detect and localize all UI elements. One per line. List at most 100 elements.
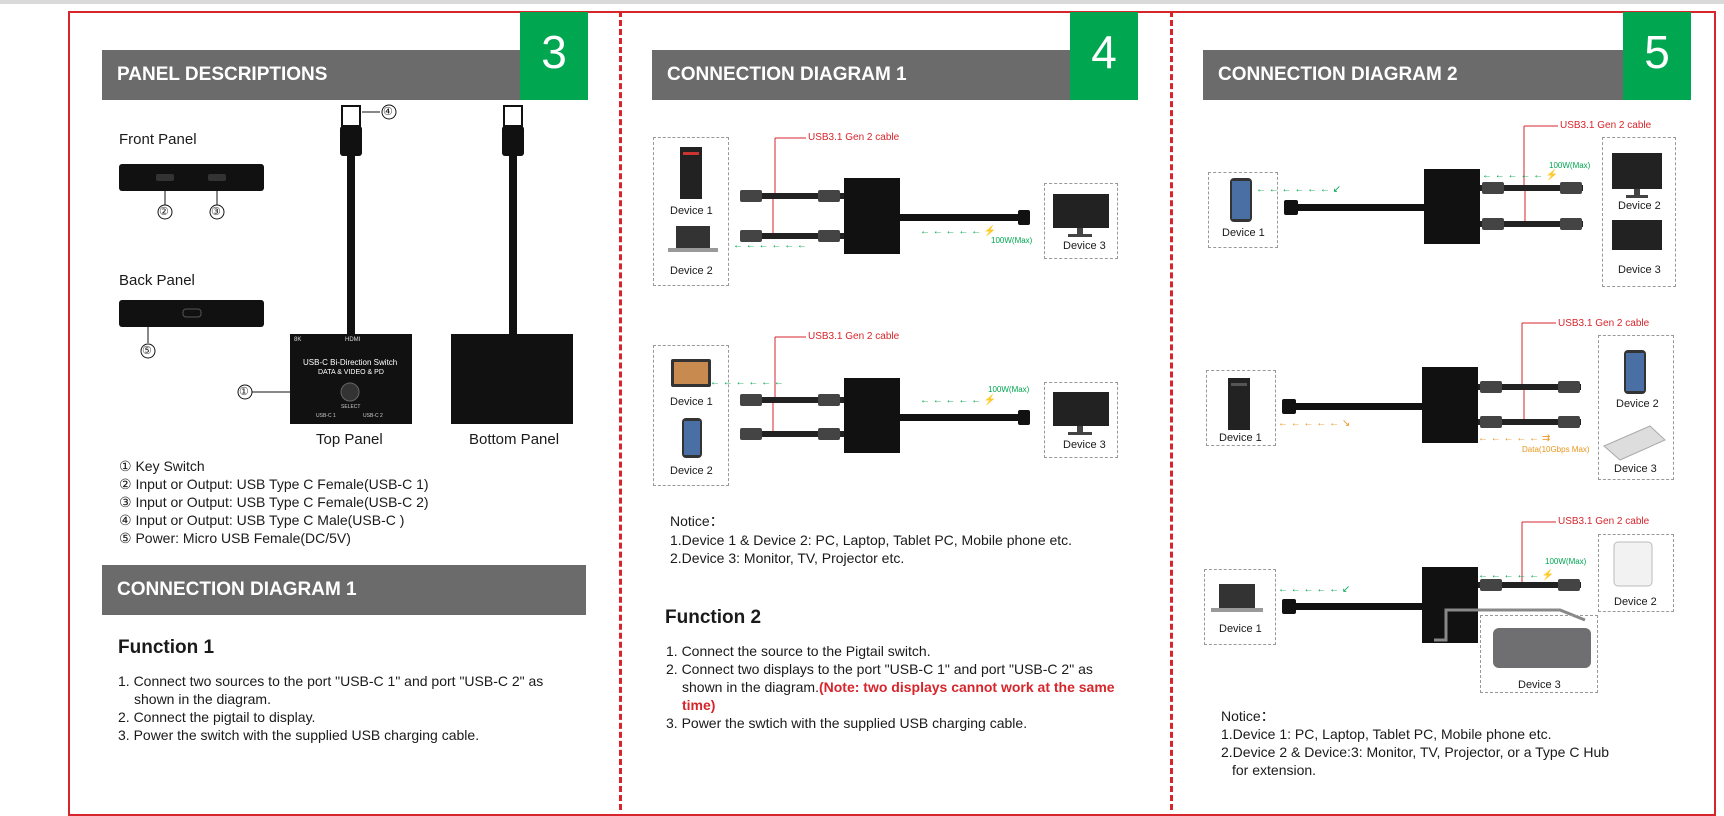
- svg-text:← ← ← ← ← ←: ← ← ← ← ← ←: [710, 377, 784, 388]
- svg-text:← ← ← ← ← ⚡: ← ← ← ← ← ⚡: [920, 393, 996, 406]
- device-select-text: SELECT: [341, 404, 361, 410]
- callout-4-top: ④: [383, 106, 393, 118]
- r2-device-1-label: Device 1: [1219, 432, 1262, 444]
- function-1-step-1-cont: shown in the diagram.: [134, 691, 271, 707]
- device-port1-text: USB-C 1: [316, 413, 336, 419]
- function-2-step-2-cont: shown in the diagram.(Note: two displays…: [682, 678, 1115, 696]
- switch-r2-shape: [1422, 367, 1478, 443]
- power-label-a: 100W(Max): [991, 236, 1033, 245]
- cable-label-b: USB3.1 Gen 2 cable: [808, 331, 900, 342]
- svg-text:← ← ← ← ← ⚡: ← ← ← ← ← ⚡: [1478, 568, 1554, 581]
- switch-b-shape: [844, 378, 900, 453]
- device-1-label-a: Device 1: [670, 205, 713, 217]
- function-1-step-1: 1. Connect two sources to the port "USB-…: [118, 673, 544, 689]
- r3-hub-box: [1480, 615, 1598, 693]
- column-divider-2: [1170, 11, 1173, 810]
- svg-text:← ← ← ← ← ↘: ← ← ← ← ← ↘: [1278, 418, 1350, 429]
- function-2-step-1: 1. Connect the source to the Pigtail swi…: [666, 643, 931, 659]
- legend-item-1: ① Key Switch: [119, 458, 205, 474]
- diagram-b-source-box: [653, 345, 729, 486]
- legend-item-2: ② Input or Output: USB Type C Female(USB…: [119, 476, 429, 492]
- function-1-step-3: 3. Power the switch with the supplied US…: [118, 727, 480, 743]
- device-port2-text: USB-C 2: [363, 413, 383, 419]
- header-text: CONNECTION DIAGRAM 1: [117, 579, 357, 600]
- function-2-step-2: 2. Connect two displays to the port "USB…: [666, 661, 1093, 677]
- column-divider-1: [619, 11, 622, 810]
- cable-label-a: USB3.1 Gen 2 cable: [808, 132, 900, 143]
- r3-device-3-label: Device 3: [1518, 679, 1561, 691]
- cable-label-r3: USB3.1 Gen 2 cable: [1558, 516, 1650, 527]
- r2-display-box: [1598, 335, 1674, 480]
- diagram-a-display-box: [1044, 183, 1118, 259]
- callout-2-front: ②: [159, 206, 169, 218]
- diagram-a-source-box: [653, 137, 729, 286]
- r3-device-1-label: Device 1: [1219, 623, 1262, 635]
- device-3-label-a: Device 3: [1063, 240, 1106, 252]
- cable-label-r2: USB3.1 Gen 2 cable: [1558, 318, 1650, 329]
- switch-a-shape: [844, 178, 900, 254]
- device-sub-text: DATA & VIDEO & PD: [318, 369, 384, 376]
- page-number-3: 3: [520, 12, 588, 100]
- svg-text:← ← ← ← ← ↙: ← ← ← ← ← ↙: [1278, 584, 1350, 595]
- callout-5-back: ⑤: [142, 345, 152, 357]
- top-panel-label: Top Panel: [316, 431, 383, 448]
- diagram-b-display-box: [1044, 382, 1118, 458]
- front-port-2-shape: [208, 174, 226, 181]
- switch-r1-shape: [1424, 169, 1480, 244]
- note-warning-text: (Note: two displays cannot work at the s…: [818, 679, 1115, 695]
- cable-b1-shape: [740, 397, 844, 403]
- device-1-label-b: Device 1: [670, 396, 713, 408]
- legend-item-5: ⑤ Power: Micro USB Female(DC/5V): [119, 530, 351, 546]
- notice-p5-line-1: 1.Device 1: PC, Laptop, Tablet PC, Mobil…: [1221, 726, 1552, 742]
- cable-b2-shape: [740, 431, 844, 437]
- callout-3-front: ③: [211, 206, 221, 218]
- power-label-r1: 100W(Max): [1549, 161, 1591, 170]
- device-hdmi-text: HDMI: [345, 337, 361, 343]
- panel-descriptions-header: PANEL DESCRIPTIONS: [102, 50, 587, 100]
- device-3-label-b: Device 3: [1063, 439, 1106, 451]
- legend-item-4: ④ Input or Output: USB Type C Male(USB-C…: [119, 512, 405, 528]
- power-label-r3: 100W(Max): [1545, 557, 1587, 566]
- back-panel-label: Back Panel: [119, 272, 195, 289]
- cable-a1-shape: [740, 193, 844, 199]
- notice-title-p5: Notice：: [1221, 708, 1275, 724]
- r2-device-2-label: Device 2: [1616, 398, 1659, 410]
- notice-p4-line-1: 1.Device 1 & Device 2: PC, Laptop, Table…: [670, 532, 1073, 548]
- notice-p5-line-2: 2.Device 2 & Device:3: Monitor, TV, Proj…: [1221, 744, 1610, 760]
- switch-top-panel-shape: [290, 334, 412, 424]
- front-panel-shape: [119, 164, 264, 191]
- step-2-cont-text: shown in the diagram.: [682, 679, 819, 695]
- r1-display-box: [1602, 137, 1676, 287]
- function-2-step-3: 3. Power the swtich with the supplied US…: [666, 715, 1028, 731]
- r2-device-3-label: Device 3: [1614, 463, 1657, 475]
- function-2-title: Function 2: [665, 607, 762, 628]
- notice-p4-line-2: 2.Device 3: Monitor, TV, Projector etc.: [670, 550, 905, 566]
- function-1-step-2: 2. Connect the pigtail to display.: [118, 709, 316, 725]
- callout-1-switch: ①: [239, 386, 249, 398]
- cable-label-r1: USB3.1 Gen 2 cable: [1560, 120, 1652, 131]
- svg-text:← ← ← ← ← ⇉: ← ← ← ← ← ⇉: [1478, 433, 1550, 444]
- r2-source-box: [1206, 370, 1276, 446]
- cable-a2-shape: [740, 233, 844, 239]
- svg-text:← ← ← ← ← ⚡: ← ← ← ← ← ⚡: [1482, 168, 1558, 181]
- function-1-title: Function 1: [118, 637, 215, 658]
- front-port-1-shape: [156, 174, 174, 181]
- r1-device-1-label: Device 1: [1222, 227, 1265, 239]
- svg-text:← ← ← ← ← ⚡: ← ← ← ← ← ⚡: [920, 224, 996, 237]
- r1-device-3-label: Device 3: [1618, 264, 1661, 276]
- header-text: CONNECTION DIAGRAM 1: [667, 64, 907, 85]
- r1-device-2-label: Device 2: [1618, 200, 1661, 212]
- note-warning-text-cont: time): [682, 697, 716, 713]
- front-panel-label: Front Panel: [119, 131, 197, 148]
- notice-p5-line-3: for extension.: [1232, 762, 1317, 778]
- device-8k-text: 8K: [294, 337, 302, 343]
- r1-source-box: [1208, 172, 1278, 248]
- connection-diagram-2-header: CONNECTION DIAGRAM 2: [1203, 50, 1690, 100]
- pc-tower-icon-shape: [680, 147, 702, 199]
- bottom-panel-label: Bottom Panel: [469, 431, 560, 448]
- device-2-label-b: Device 2: [670, 465, 713, 477]
- notice-title-p4: Notice：: [670, 513, 724, 529]
